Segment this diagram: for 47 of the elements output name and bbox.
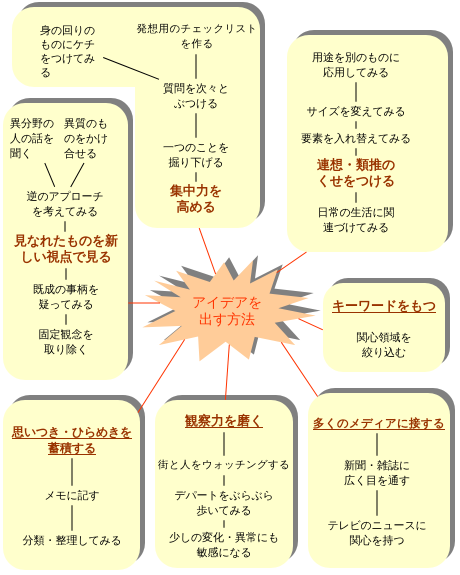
idea-text: 用途を別のものに応用してみる [308, 48, 404, 82]
idea-text: 一つのことを掘り下げる [159, 138, 233, 172]
connector-line [376, 432, 378, 456]
connector-line [376, 490, 378, 516]
idea-text: 街と人をウォッチングする [158, 456, 290, 475]
idea-text: メモに記す [40, 486, 104, 505]
idea-text: サイズを変えてみる [302, 102, 410, 121]
note-panel [287, 30, 453, 252]
connector-line [276, 252, 307, 274]
connector-line [44, 162, 56, 188]
connector-line [102, 57, 160, 80]
idea-text: 身の回りのものにケチをつけてみる [40, 22, 103, 82]
idea-text: 既成の事柄を疑ってみる [29, 280, 103, 314]
category-heading: 集中力を高める [166, 182, 226, 218]
idea-text: 発想用のチェックリストを作る [136, 20, 258, 54]
idea-text: 関心領域を絞り込む [352, 328, 416, 362]
idea-text: 分類・整理してみる [18, 531, 126, 550]
category-heading: 観察力を磨く [180, 412, 268, 432]
connector-line [70, 162, 84, 188]
category-heading: 思いつき・ひらめきを蓄積する [8, 422, 136, 458]
idea-text: デパートをぶらぶら歩いてみる [170, 486, 278, 520]
connector-line [137, 339, 186, 414]
idea-text: 要素を入れ替えてみる [297, 129, 415, 148]
idea-text: 異分野の人の話を聞く [10, 114, 61, 163]
note-panel [3, 98, 133, 380]
idea-text: 逆のアプローチを考えてみる [22, 187, 108, 221]
connector-line [128, 302, 160, 304]
note-panel [308, 388, 455, 568]
idea-text: 固定観念を取り除く [34, 325, 98, 359]
connector-line [198, 228, 216, 274]
idea-text: 異質のものをかけ合せる [64, 114, 115, 163]
note-panel [323, 278, 450, 372]
note-panel [3, 395, 145, 570]
idea-text: テレビのニュースに関心を持つ [324, 516, 430, 550]
idea-text: 新聞・雑誌に広く目を通す [340, 456, 414, 490]
connector-line [280, 342, 318, 397]
category-heading: キーワードをもつ [328, 297, 440, 317]
idea-text: 質問を次々とぶつける [159, 79, 233, 113]
connector-line [64, 220, 66, 232]
category-heading: 多くのメディアに接する [312, 413, 446, 433]
note-panel [155, 395, 298, 568]
idea-text: 少しの変化・異常にも敏感になる [165, 528, 283, 562]
category-heading: 連想・類推のくせをつける [312, 156, 400, 192]
connector-line [224, 344, 230, 400]
idea-text: 日常の生活に関連づけてみる [314, 203, 398, 237]
center-title: アイデアを出す方法 [191, 294, 263, 330]
category-heading: 見なれたものを新しい視点で見る [10, 232, 122, 268]
